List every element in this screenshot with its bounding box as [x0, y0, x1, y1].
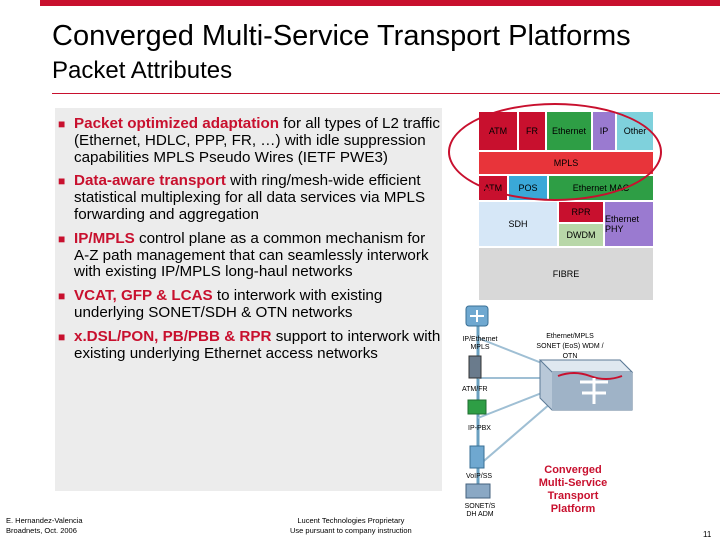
bullet-marker-icon: ■ — [58, 329, 66, 344]
footer-proprietary-line: Lucent Technologies Proprietary — [297, 516, 405, 525]
stack-rpr: RPR — [558, 201, 604, 223]
platform-arrows-icon — [580, 378, 608, 404]
top-accent-bar — [40, 0, 720, 6]
footer-author-name: E. Hernandez-Valencia — [6, 516, 83, 525]
label-platform: Converged Multi-Service Transport Platfo… — [538, 464, 608, 515]
bullet-text: with ring/mesh-wide efficient statistica… — [74, 172, 426, 223]
label-ip-ethernet-mpls: IP/Ethernet MPLS — [462, 336, 498, 351]
label-voip-ss: VoIP/SS — [466, 473, 493, 480]
bullet-marker-icon: ■ — [58, 174, 66, 189]
bullet-item: ■ x.DSL/PON, PB/PBB & RPR support to int… — [58, 327, 443, 363]
bullet-item: ■ IP/MPLS control plane as a common mech… — [58, 229, 443, 281]
footer-instruction-line: Use pursuant to company instruction — [290, 526, 412, 535]
label-sonet-sdh-adm: SONET/S DH ADM — [464, 503, 496, 518]
platform-wave-icon — [557, 372, 623, 380]
page-subtitle: Packet Attributes — [52, 57, 233, 84]
footer-proprietary: Lucent Technologies Proprietary Use purs… — [290, 516, 412, 536]
page-title: Converged Multi-Service Transport Platfo… — [52, 20, 631, 52]
bullet-text: support to interwork with existing under… — [74, 327, 441, 362]
bullet-marker-icon: ■ — [58, 289, 66, 304]
label-atm-fr: ATM/FR — [462, 386, 488, 393]
ip-pbx-icon — [467, 399, 487, 415]
voip-server-icon — [469, 445, 485, 469]
bullet-highlight: Packet optimized adaptation — [74, 115, 280, 132]
stack-dwdm: DWDM — [558, 223, 604, 247]
highlight-oval — [448, 103, 662, 201]
bullet-item: ■ Packet optimized adaptation for all ty… — [58, 115, 443, 166]
label-ip-pbx: IP-PBX — [468, 425, 491, 432]
bullet-item: ■ VCAT, GFP & LCAS to interwork with exi… — [58, 287, 443, 322]
bullet-marker-icon: ■ — [58, 231, 66, 246]
bullet-item: ■ Data-aware transport with ring/mesh-wi… — [58, 172, 443, 223]
page-number: 11 — [703, 530, 712, 539]
bullet-panel — [55, 108, 442, 491]
bullet-highlight: x.DSL/PON, PB/PBB & RPR — [74, 327, 272, 345]
footer-author: E. Hernandez-Valencia Broadnets, Oct. 20… — [6, 516, 83, 536]
network-diagram — [465, 305, 634, 499]
title-divider — [52, 93, 720, 94]
bullet-list: ■ Packet optimized adaptation for all ty… — [58, 115, 443, 369]
stack-fibre: FIBRE — [478, 247, 654, 301]
label-eos: Ethernet/MPLS SONET (EoS) WDM / OTN — [536, 333, 604, 360]
atm-switch-icon — [468, 355, 482, 379]
bullet-text: to interwork with existing underlying SO… — [74, 287, 383, 321]
bullet-highlight: IP/MPLS — [74, 229, 135, 247]
bullet-text: control plane as a common mechanism for … — [74, 229, 429, 281]
bullet-marker-icon: ■ — [58, 117, 66, 131]
stack-sdh: SDH — [478, 201, 558, 247]
bullet-text: for all types of L2 traffic (Ethernet, H… — [74, 115, 441, 166]
bullet-highlight: VCAT, GFP & LCAS — [74, 287, 213, 305]
stack-ethernet-phy: Ethernet PHY — [604, 201, 654, 247]
platform-front-panel — [552, 372, 632, 410]
bullet-highlight: Data-aware transport — [74, 172, 226, 190]
router-arrows-icon — [470, 310, 484, 322]
sonet-adm-icon — [465, 483, 491, 499]
footer-venue: Broadnets, Oct. 2006 — [6, 526, 77, 535]
